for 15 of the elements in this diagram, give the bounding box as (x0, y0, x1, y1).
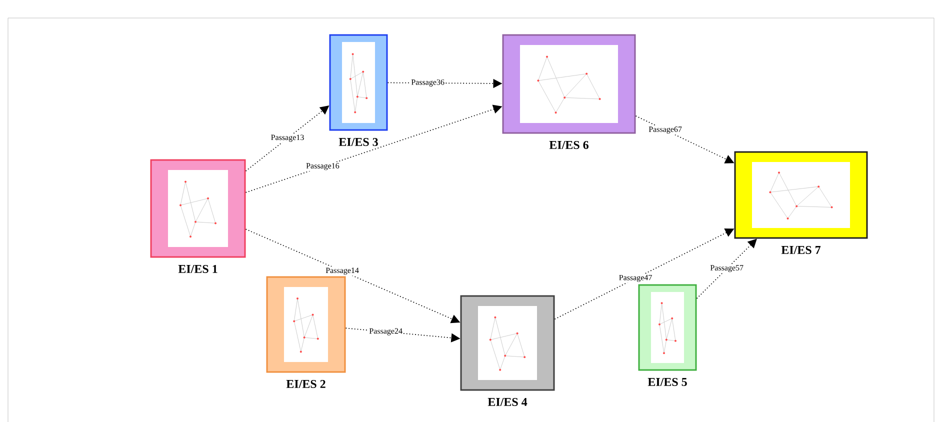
edge-label: Passage36 (411, 79, 444, 86)
box-heading: EI/ES 4 (488, 398, 528, 406)
box-heading: EI/ES 6 (549, 140, 588, 150)
box-heading: EI/ES 3 (338, 138, 378, 146)
box-heading: EI/ES 1 (178, 264, 218, 274)
edge-label: Passage13 (271, 134, 304, 142)
edge-label: Passage47 (619, 274, 652, 282)
edge-label: Passage16 (306, 163, 340, 170)
box-heading: EI/ES 5 (648, 378, 687, 386)
box-heading: EI/ES 2 (286, 380, 326, 388)
edge-label: Passage67 (648, 126, 682, 134)
edge-label: Passage24 (369, 328, 402, 336)
box-heading: EI/ES 7 (781, 246, 821, 254)
edge-label: Passage57 (710, 265, 744, 272)
edge-label: Passage14 (326, 268, 359, 275)
